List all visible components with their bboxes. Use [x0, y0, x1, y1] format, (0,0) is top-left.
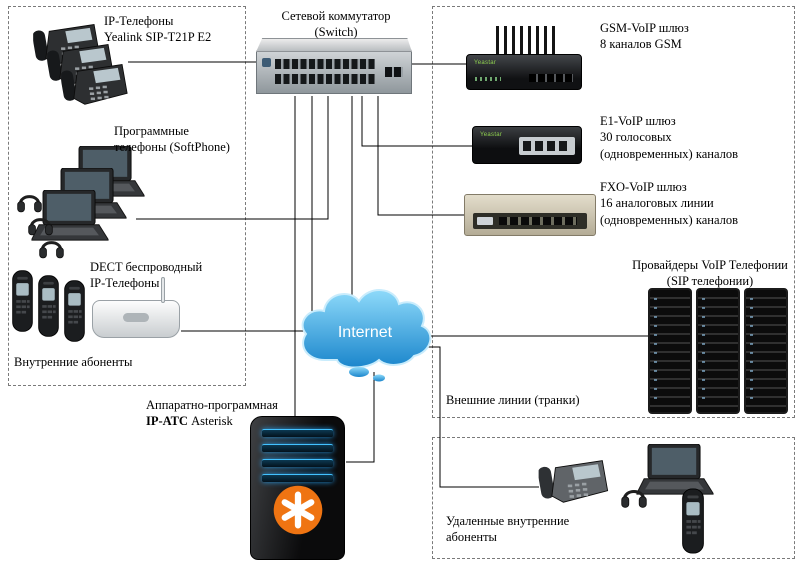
dect-handset-1 — [10, 266, 35, 336]
server-rack-2 — [696, 288, 740, 414]
asterisk-label: Аппаратно-программная IP-АТС Asterisk — [146, 398, 278, 429]
tower-led-strip — [262, 474, 333, 482]
ip-deskphone-3 — [60, 62, 130, 106]
fxo-label-tag — [477, 217, 493, 225]
asterisk-logo-icon — [273, 485, 322, 535]
external-trunks-box — [432, 6, 795, 418]
switch-label: Сетевой коммутатор (Switch) — [281, 9, 391, 40]
remote-subscribers-box — [432, 437, 795, 559]
gsm-ports — [529, 74, 573, 82]
gsm-gateway-body: Yeastar — [466, 54, 582, 90]
voip-provider-racks — [648, 288, 789, 416]
e1-ports — [523, 141, 571, 151]
internet-cloud: Internet — [301, 289, 432, 382]
wire-internet-remote — [427, 346, 539, 488]
e1-gateway-label: E1-VoIP шлюз 30 голосовых (одновременных… — [600, 114, 738, 161]
cloud-shape — [301, 289, 432, 369]
tower-led-strip — [262, 444, 333, 452]
external-group-label: Внешние линии (транки) — [446, 393, 580, 407]
ip-phones-label: IP-Телефоны Yealink SIP-T21P E2 — [104, 14, 212, 45]
dect-label: DECT беспроводный IP-Телефоны — [90, 260, 203, 291]
gsm-voip-gateway: Yeastar — [466, 26, 582, 90]
fxo-gateway-label: FXO-VoIP шлюз 16 аналоговых линии (однов… — [600, 180, 738, 227]
wire-switch-e1 — [361, 96, 473, 147]
asterisk-server-tower — [250, 416, 345, 560]
gsm-brand-label: Yeastar — [474, 60, 497, 66]
tower-led-strip — [262, 459, 333, 467]
gsm-gateway-label: GSM-VoIP шлюз 8 каналов GSM — [600, 21, 689, 52]
remote-handset — [678, 488, 708, 554]
switch-front-face — [256, 52, 412, 94]
remote-deskphone — [538, 458, 610, 504]
gsm-antennas-icon — [496, 26, 560, 54]
switch-ports-row2 — [275, 74, 375, 84]
headset-icon — [38, 232, 65, 260]
base-button — [123, 313, 149, 322]
remote-group-label: Удаленные внутренние абоненты — [446, 514, 570, 545]
server-rack-3 — [744, 288, 788, 414]
fxo-ports — [499, 217, 577, 225]
network-switch — [256, 38, 412, 94]
dect-handset-3 — [62, 276, 87, 346]
server-rack-1 — [648, 288, 692, 414]
dect-base-station — [92, 277, 180, 338]
internet-label: Internet — [338, 324, 393, 341]
tower-led-strip — [262, 429, 333, 437]
providers-label: Провайдеры VoIP Телефонии (SIP телефонии… — [632, 258, 788, 289]
wire-switch-fxo — [377, 96, 465, 216]
headset-icon — [620, 480, 648, 510]
cloud-puff — [373, 374, 385, 382]
internal-subscribers-box — [8, 6, 246, 386]
e1-brand-label: Yeastar — [480, 132, 503, 138]
antenna-icon — [161, 277, 165, 303]
internal-group-label: Внутренние абоненты — [14, 355, 133, 369]
wire-internet-asterisk — [346, 372, 375, 463]
e1-voip-gateway: Yeastar — [472, 126, 582, 164]
softphones-label: Программные телефоны (SoftPhone) — [114, 124, 230, 155]
wire-softphones-switch — [136, 96, 329, 220]
switch-uplink-ports — [385, 67, 403, 77]
gsm-leds — [475, 77, 501, 81]
switch-logo — [262, 58, 271, 67]
cloud-puff — [349, 367, 369, 377]
fxo-voip-gateway — [464, 194, 596, 236]
switch-ports-row1 — [275, 59, 375, 69]
dect-handset-2 — [36, 271, 61, 341]
fxo-front-strip — [473, 213, 587, 229]
